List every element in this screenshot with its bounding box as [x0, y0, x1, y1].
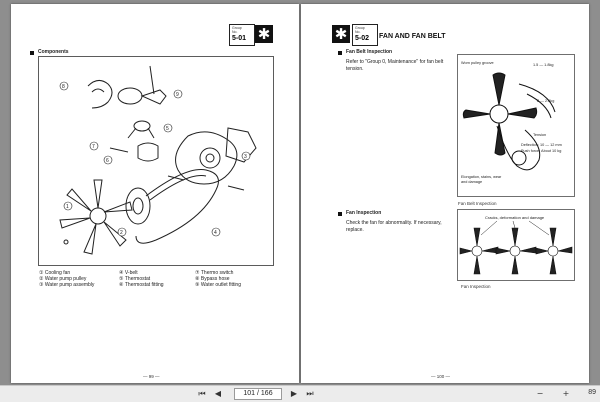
zoom-in-button[interactable]: + [562, 389, 570, 398]
fan-heading: Fan Inspection [346, 210, 382, 216]
group-number: 5-01 [232, 35, 247, 42]
last-page-button[interactable]: ⏭ [306, 389, 314, 398]
legend-no: ⑧ [195, 276, 200, 282]
legend-col-2: ④ V-belt ⑤ Thermostat ⑥ Thermostat fitti… [119, 270, 199, 288]
legend-no: ⑥ [119, 282, 124, 288]
fig1-push-label: Push force: About 10 kg [521, 149, 561, 153]
svg-text:8: 8 [62, 84, 65, 90]
right-page: ✱ Group No. 5-02 FAN AND FAN BELT Fan Be… [301, 4, 589, 383]
legend-no: ⑨ [195, 282, 200, 288]
legend-label: Water pump assembly [44, 282, 95, 288]
components-diagram: 8 9 7 6 5 1 2 4 3 [38, 56, 274, 266]
svg-text:5: 5 [166, 126, 169, 132]
legend-label: V-belt [124, 270, 138, 276]
fan-belt-text-1: Refer to "Group 0, Maintenance" for fan … [346, 59, 444, 65]
legend-label: Thermo switch [200, 270, 234, 276]
legend-label: Thermostat fitting [124, 282, 164, 288]
legend-col-3: ⑦ Thermo switch ⑧ Bypass hose ⑨ Water ou… [195, 270, 285, 288]
fig1-damage-label: and damage [461, 180, 482, 184]
svg-text:6: 6 [106, 158, 109, 164]
legend-item: ① Cooling fan [39, 270, 119, 276]
svg-text:3: 3 [244, 154, 247, 160]
fan-belt-figure: Worn pulley groove 1.5 — 1.8kg 2 — 2.5kg… [457, 54, 575, 197]
svg-text:4: 4 [214, 230, 217, 236]
legend-label: Thermostat [124, 276, 151, 282]
legend-col-1: ① Cooling fan ② Water pump pulley ③ Wate… [39, 270, 119, 288]
fig2-caption: Fan Inspection [461, 284, 491, 289]
group-label: Group No. [355, 26, 365, 34]
zoom-out-button[interactable]: − [536, 389, 544, 398]
legend-no: ④ [119, 270, 124, 276]
left-page: Group No. 5-01 ✱ Components [11, 4, 299, 383]
legend-label: Water pump pulley [44, 276, 87, 282]
page-number: — 100 — [431, 374, 451, 379]
viewer-toolbar: ⏮ ◀ 101 / 166 ▶ ⏭ − + 89 [0, 385, 600, 402]
fig1-worn-label: Worn pulley groove [461, 61, 494, 65]
fan-text-2: replace. [346, 227, 364, 233]
fan-belt-heading: Fan Belt Inspection [346, 49, 393, 55]
fig1-force1-label: 1.5 — 1.8kg [533, 63, 553, 67]
document-viewer: Group No. 5-01 ✱ Components [0, 0, 600, 385]
fig1-tension-label: Tension [533, 133, 546, 137]
svg-text:2: 2 [120, 230, 123, 236]
legend-item: ⑥ Thermostat fitting [119, 282, 199, 288]
page-number: — 99 — [143, 374, 160, 379]
prev-page-button[interactable]: ◀ [214, 389, 222, 398]
next-page-button[interactable]: ▶ [290, 389, 298, 398]
section-bullet [338, 212, 342, 216]
fig1-deflection-label: Deflection: 10 — 12 mm [521, 143, 562, 147]
section-title: Components [38, 49, 69, 55]
gear-icon: ✱ [332, 25, 350, 43]
group-number-box: Group No. 5-01 [229, 24, 255, 46]
svg-text:9: 9 [176, 92, 179, 98]
legend-label: Water outlet fitting [200, 282, 241, 288]
legend-no: ② [39, 276, 44, 282]
group-number-box: Group No. 5-02 [352, 24, 378, 46]
legend-no: ① [39, 270, 44, 276]
legend-label: Cooling fan [44, 270, 71, 276]
group-number: 5-02 [355, 35, 370, 42]
first-page-button[interactable]: ⏮ [198, 389, 206, 398]
fig2-label: Cracks, deformation and damage [485, 215, 545, 220]
legend-item: ⑤ Thermostat [119, 276, 199, 282]
fan-belt-text-2: tension. [346, 66, 364, 72]
legend-no: ③ [39, 282, 44, 288]
section-bullet [30, 51, 34, 55]
fig1-force2-label: 2 — 2.5kg [537, 99, 554, 103]
legend-no: ⑤ [119, 276, 124, 282]
legend-no: ⑦ [195, 270, 200, 276]
fig1-elongation-label: Elongation, stains, wear [461, 175, 502, 179]
fan-inspection-figure: Cracks, deformation and damage [457, 209, 575, 281]
svg-text:1: 1 [66, 204, 69, 210]
legend-item: ⑧ Bypass hose [195, 276, 285, 282]
fan-text-1: Check the fan for abnormality. If necess… [346, 220, 442, 226]
zoom-level: 89 [588, 389, 596, 396]
legend-item: ④ V-belt [119, 270, 199, 276]
group-label: Group No. [232, 26, 242, 34]
section-bullet [338, 51, 342, 55]
legend-item: ⑨ Water outlet fitting [195, 282, 285, 288]
svg-text:7: 7 [92, 144, 95, 150]
legend-item: ② Water pump pulley [39, 276, 119, 282]
fig1-caption: Fan Belt Inspection [458, 201, 497, 206]
gear-icon: ✱ [255, 25, 273, 43]
page-number-field[interactable]: 101 / 166 [234, 388, 282, 400]
legend-label: Bypass hose [200, 276, 230, 282]
page-title: FAN AND FAN BELT [379, 33, 446, 40]
legend-item: ⑦ Thermo switch [195, 270, 285, 276]
legend-item: ③ Water pump assembly [39, 282, 119, 288]
